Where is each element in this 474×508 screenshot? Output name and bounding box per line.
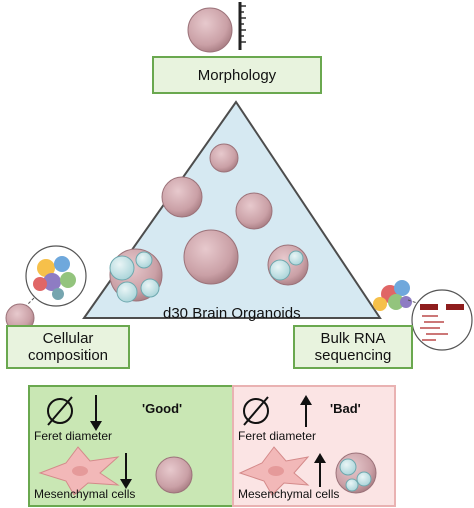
rna-sequence-icon (373, 280, 473, 351)
bad-mesenchymal-label: Mesenchymal cells (238, 487, 340, 501)
cell-cluster-icon (5, 245, 87, 333)
good-panel: 'Good' Feret diameter Mesenchymal cells (28, 385, 240, 507)
morphology-label: Morphology (152, 56, 322, 94)
cystic-organoid-icon (267, 244, 309, 286)
arrow-up-icon (300, 395, 312, 427)
bad-panel-graphics (238, 395, 377, 496)
good-panel-graphics (38, 395, 193, 496)
diameter-symbol-icon (47, 396, 73, 426)
cystic-organoid-icon (335, 452, 377, 494)
mesenchymal-cell-icon (38, 446, 120, 496)
organoid-cluster (109, 143, 309, 303)
arrow-down-icon (90, 395, 102, 431)
good-feret-label: Feret diameter (34, 429, 113, 443)
arrow-down-icon (120, 453, 132, 489)
bad-feret-label: Feret diameter (238, 429, 317, 443)
arrow-up-icon (314, 453, 326, 487)
bad-tag: 'Bad' (330, 401, 361, 416)
cystic-organoid-icon (109, 248, 163, 303)
cellular-line2: composition (27, 347, 109, 364)
diameter-symbol-icon (243, 396, 269, 426)
organoid-icon (155, 456, 193, 494)
good-tag: 'Good' (142, 401, 183, 416)
bulk-line1: Bulk RNA (320, 330, 386, 347)
top-organoid-icon (187, 7, 233, 53)
bulk-rna-label: Bulk RNA sequencing (293, 325, 413, 369)
ruler-icon (238, 2, 246, 50)
morphology-text: Morphology (197, 66, 277, 84)
bad-panel: 'Bad' Feret diameter Mesenchymal cells (232, 385, 396, 507)
bulk-line2: sequencing (314, 347, 392, 364)
cellular-line1: Cellular (42, 330, 94, 347)
mesenchymal-cell-icon (238, 446, 310, 496)
good-mesenchymal-label: Mesenchymal cells (34, 487, 136, 501)
center-label: d30 Brain Organoids (163, 305, 301, 322)
cellular-composition-label: Cellular composition (6, 325, 130, 369)
